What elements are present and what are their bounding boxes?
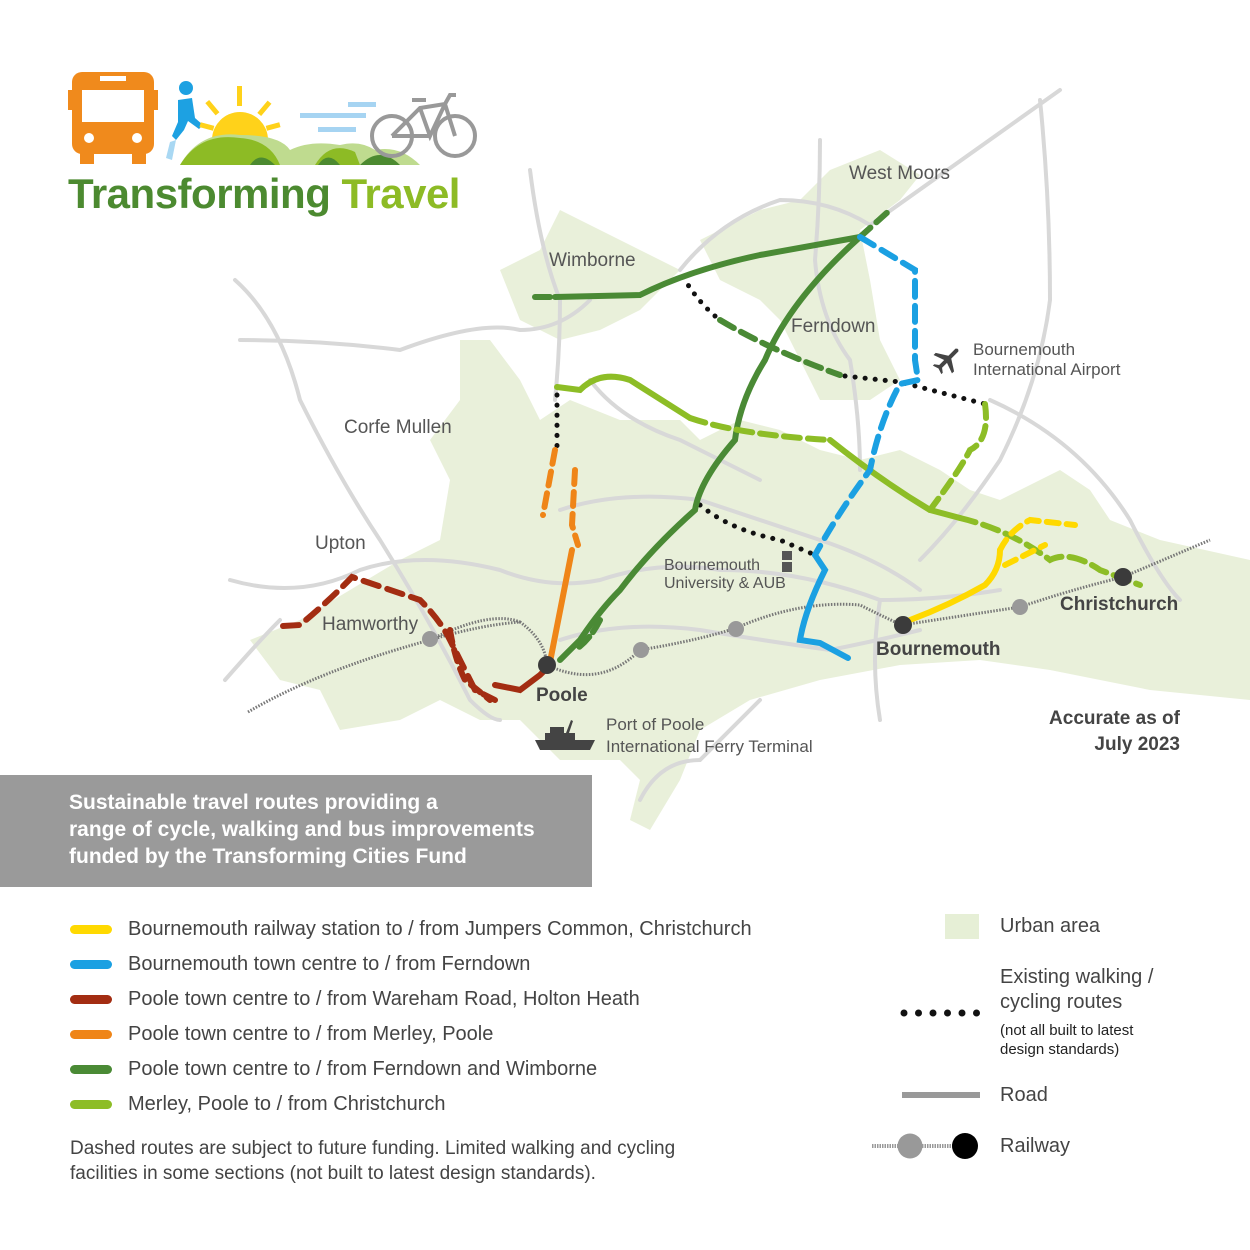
urban-area-swatch <box>945 914 979 939</box>
place-label-wimborne: Wimborne <box>549 250 636 271</box>
legend-swatch-blue <box>70 960 112 969</box>
info-banner: Sustainable travel routes providing a ra… <box>0 775 592 887</box>
route-dark-green <box>532 207 893 663</box>
urban-areas <box>250 150 1250 830</box>
existing-route-label: Existing walking / cycling routes (not a… <box>1000 965 1153 1059</box>
urban-area-label: Urban area <box>1000 915 1101 937</box>
logo-title-part2: Travel <box>341 170 461 217</box>
legend-swatch-light-green <box>70 1100 112 1109</box>
road-swatch <box>902 1092 980 1098</box>
route-blue <box>796 234 922 661</box>
building-icon <box>782 551 792 572</box>
airport-label-line2: International Airport <box>973 360 1121 379</box>
legend-label: Bournemouth railway station to / from Ju… <box>128 918 752 940</box>
legend-item: Poole town centre to / from Merley, Pool… <box>70 1017 752 1052</box>
route-yellow <box>907 516 1078 623</box>
bicycle-icon <box>370 93 477 158</box>
place-label-ferndown: Ferndown <box>791 316 876 337</box>
logo-icons <box>68 72 477 165</box>
airport-label-line1: Bournemouth <box>973 340 1076 359</box>
banner-line3: funded by the Transforming Cities Fund <box>69 845 467 868</box>
legend-swatch-red <box>70 995 112 1004</box>
route-legend: Bournemouth railway station to / from Ju… <box>70 912 752 1122</box>
university-label-line1: Bournemouth <box>664 557 761 574</box>
bus-icon <box>68 72 158 164</box>
legend-swatch-orange <box>70 1030 112 1039</box>
legend-item: Bournemouth railway station to / from Ju… <box>70 912 752 947</box>
note-line2: facilities in some sections (not built t… <box>70 1163 596 1184</box>
banner-line2: range of cycle, walking and bus improvem… <box>69 818 535 841</box>
sun-icon <box>199 86 281 140</box>
accuracy-line1: Accurate as of <box>1049 708 1180 729</box>
airport-label: Bournemouth International Airport <box>973 340 1120 380</box>
legend-label: Poole town centre to / from Wareham Road… <box>128 988 640 1010</box>
place-label-poole: Poole <box>536 685 588 706</box>
logo-title-part1: Transforming <box>68 170 331 217</box>
railway-swatch <box>872 1133 978 1159</box>
ferry-label-line1: Port of Poole <box>606 715 705 734</box>
ferry-icon <box>535 720 595 750</box>
legend-item: Poole town centre to / from Wareham Road… <box>70 982 752 1017</box>
dashed-routes-note: Dashed routes are subject to future fund… <box>70 1136 675 1186</box>
existing-note1: (not all built to latest <box>1000 1022 1134 1039</box>
legend-item: Bournemouth town centre to / from Ferndo… <box>70 947 752 982</box>
existing-route-swatch <box>900 1009 980 1017</box>
place-label-corfe-mullen: Corfe Mullen <box>344 417 452 438</box>
banner-line1: Sustainable travel routes providing a <box>69 791 438 814</box>
accuracy-date: Accurate as of July 2023 <box>1049 706 1180 758</box>
legend-item: Poole town centre to / from Ferndown and… <box>70 1052 752 1087</box>
existing-routes <box>554 274 988 558</box>
university-label-line2: University & AUB <box>664 575 786 592</box>
place-label-christchurch: Christchurch <box>1060 594 1179 615</box>
airplane-icon <box>932 348 959 375</box>
legend-label: Poole town centre to / from Merley, Pool… <box>128 1023 494 1045</box>
banner-text: Sustainable travel routes providing a ra… <box>69 789 535 870</box>
hills-icon <box>180 134 420 165</box>
ferry-label-line2: International Ferry Terminal <box>606 737 813 756</box>
ferry-label: Port of Poole International Ferry Termin… <box>606 714 813 758</box>
walking-person-icon <box>166 81 203 160</box>
logo-title: Transforming Travel <box>68 170 460 218</box>
place-label-upton: Upton <box>315 533 366 554</box>
university-label: Bournemouth University & AUB <box>664 557 786 593</box>
route-light-green <box>554 373 1143 588</box>
existing-note2: design standards) <box>1000 1041 1120 1058</box>
legend-swatch-yellow <box>70 925 112 934</box>
legend-label: Poole town centre to / from Ferndown and… <box>128 1058 598 1080</box>
road-label: Road <box>1000 1084 1048 1106</box>
legend-label: Bournemouth town centre to / from Ferndo… <box>128 953 531 975</box>
existing-line1: Existing walking / <box>1000 966 1154 988</box>
note-line1: Dashed routes are subject to future fund… <box>70 1138 676 1159</box>
place-label-hamworthy: Hamworthy <box>322 614 419 635</box>
place-label-west-moors: West Moors <box>849 163 951 184</box>
roads <box>223 88 1182 802</box>
railway-label: Railway <box>1000 1135 1071 1157</box>
legend-label: Merley, Poole to / from Christchurch <box>128 1093 446 1115</box>
stations <box>422 568 1132 674</box>
legend-swatch-dark-green <box>70 1065 112 1074</box>
place-label-bournemouth: Bournemouth <box>876 639 1001 660</box>
route-orange <box>540 447 581 665</box>
existing-line2: cycling routes <box>1000 991 1123 1013</box>
legend-item: Merley, Poole to / from Christchurch <box>70 1087 752 1122</box>
accuracy-line2: July 2023 <box>1094 734 1180 755</box>
speed-lines-icon <box>300 102 376 132</box>
